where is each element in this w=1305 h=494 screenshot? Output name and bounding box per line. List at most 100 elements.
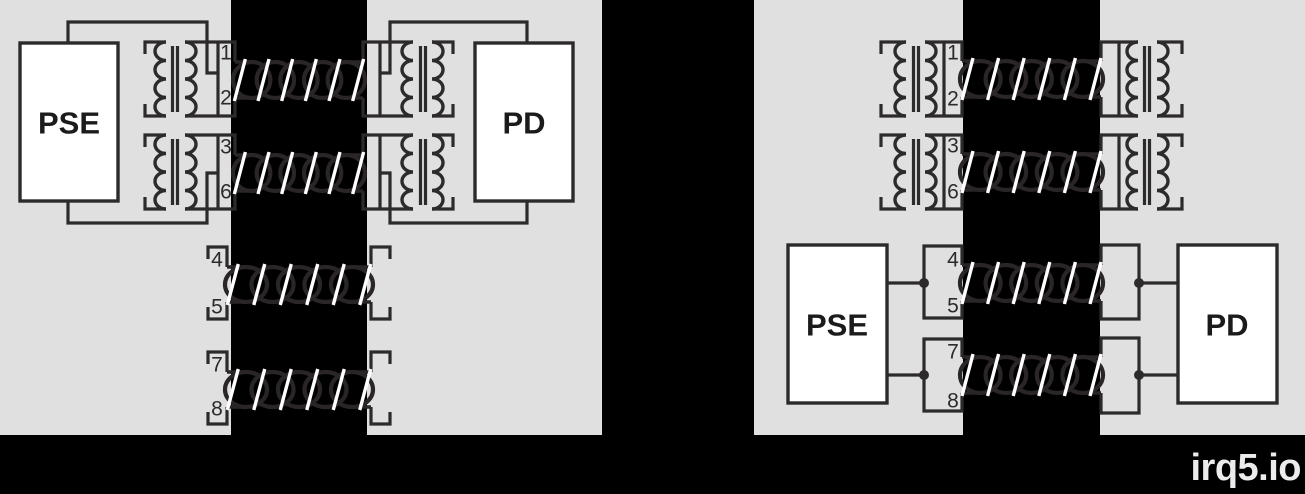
twist-slash [1037,261,1052,305]
pse-box-right [786,243,889,405]
watermark-text: irq5.io [1190,447,1301,489]
transformer-pin-lead-bottom [361,98,413,118]
wire-pd-top-tap [380,20,529,75]
twisted-pair-loop [1034,262,1080,304]
transformer-pin-lead-top [925,40,964,61]
twisted-pair-loop [325,152,368,194]
twisted-pair-loop [301,152,344,194]
transformer-chip-lead-top [1157,133,1184,147]
twist-slash [350,151,366,195]
transformer-chip-lead-bottom [879,197,906,211]
pin-label-5-left: 5 [211,296,223,319]
pse-label-left: PSE [38,106,100,141]
twist-slash [256,58,271,102]
twist-slash [985,57,1001,101]
twist-slash [331,368,346,411]
twist-slash [1062,150,1078,194]
twisted-pair-loop [1060,151,1106,193]
transformer-pin-lead-top [361,40,413,62]
twist-slash [232,151,248,195]
diagram-power-over-spare-pairs [879,40,1184,415]
twisted-pair-loop [278,59,320,101]
diagram-power-over-data-pairs [66,20,529,426]
pin-label-2-right: 2 [947,88,959,111]
transformer-pin-lead-top [185,40,237,62]
twist-slash [960,353,975,397]
twisted-pair-loop [1060,354,1106,396]
twisted-pair-loop [1034,151,1080,193]
twisted-pair-loop [275,264,323,305]
transformer-secondary-coil [400,40,414,118]
transformer-primary-coil [153,40,167,118]
pse-box-left [18,41,120,203]
wire-pse-top-tap [66,20,218,75]
twist-slash [305,368,320,411]
twisted-pair-loop [1034,354,1080,396]
transformer-chip-lead-bottom [1157,197,1184,211]
twist-slash [327,58,342,102]
twisted-pair-loop [1009,58,1054,100]
twist-slash [1037,353,1052,397]
pin4-stub-right [369,245,392,267]
twisted-pair-loop [1009,151,1054,193]
twist-slash [985,261,1001,305]
twist-slash [1088,57,1103,101]
transformer-pin-lead-bottom [925,97,964,118]
twist-slash [280,151,295,195]
twisted-pair-loop [1060,58,1106,100]
pin7-stub-right [369,350,392,372]
transformer-chip-lead-top [432,133,455,147]
pd-box-left [473,41,575,203]
twisted-pair-loop [230,152,273,194]
twisted-pair-loop [957,58,1003,100]
twisted-pair-loop [1009,262,1054,304]
pin-label-6-left: 6 [220,181,232,204]
transformer-pin-lead-bottom [361,191,413,211]
pin-label-6-right: 6 [947,181,959,204]
transformer-secondary-coil [1125,133,1139,211]
twist-slash [1011,261,1026,305]
twisted-pair-loop [222,264,270,305]
twist-slash [1088,150,1103,194]
pin-label-4-left: 4 [211,249,223,272]
transformer-pin-lead-top [361,133,413,155]
twisted-pair-loop [301,59,344,101]
twisted-pair-loop [254,152,297,194]
pd-label-right: PD [1205,308,1248,343]
transformer-chip-lead-bottom [1157,104,1184,118]
twisted-pair-loop [328,369,376,410]
twist-slash [960,57,975,101]
twisted-pair-loop [302,264,349,305]
transformer-chip-lead-bottom [143,197,166,211]
twisted-pair-loop [302,369,349,410]
twisted-pair-loop [983,354,1029,396]
twist-slash [252,368,267,411]
twist-slash [1062,353,1078,397]
twist-slash [985,353,1001,397]
transformer-chip-lead-bottom [143,104,166,118]
twist-slash [303,58,318,102]
transformer-pin-lead-top [1099,133,1138,154]
pin4-stub-left [206,245,229,267]
twist-slash [1011,57,1026,101]
twist-slash [327,151,342,195]
transformer-chip-lead-top [1157,40,1184,54]
twisted-pair-loop [249,264,296,305]
twist-slash [278,368,293,411]
pin8-stub-left [206,407,229,426]
wire-pse-bottom-tap [66,171,218,225]
twist-slash [1037,57,1052,101]
junction-dot [919,370,929,380]
pin-label-7-right: 7 [947,341,959,364]
transformer-secondary-coil [924,40,938,118]
twisted-pair-loop [983,58,1029,100]
transformer-chip-lead-top [879,40,906,54]
twist-slash [1088,261,1103,305]
transformer-pin-lead-top [925,133,964,154]
twist-slash [256,151,271,195]
transformer-pin-lead-bottom [185,191,237,211]
twist-slash [350,58,366,102]
twist-slash [305,263,320,306]
pd-label-left: PD [502,106,545,141]
